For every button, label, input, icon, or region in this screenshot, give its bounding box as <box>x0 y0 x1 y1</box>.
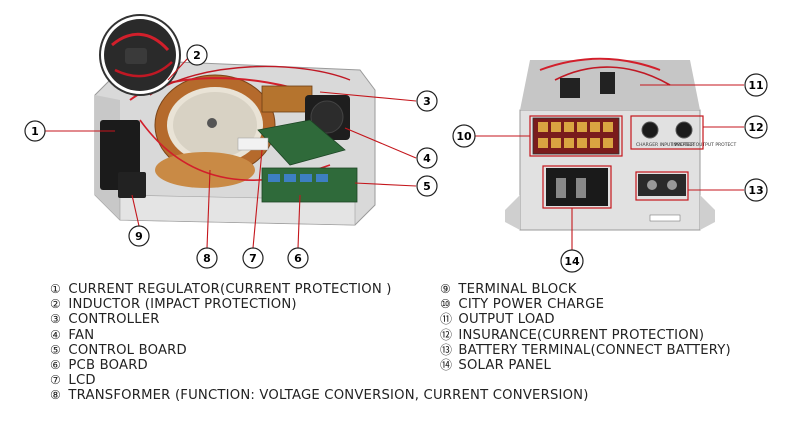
legend-item-10: ⑩ CITY POWER CHARGE <box>440 297 731 312</box>
legend-label-14: SOLAR PANEL <box>458 357 552 373</box>
legend-num-8: ⑧ <box>50 388 61 403</box>
callout-marker-14: 14 <box>560 249 584 273</box>
svg-text:14: 14 <box>564 255 580 268</box>
callout-marker-7: 7 <box>242 247 264 269</box>
charger-input-protect-label: CHARGER INPUT PROTECT <box>636 142 696 148</box>
legend-num-9: ⑨ <box>440 282 451 296</box>
battery-terminal-box <box>635 171 689 201</box>
svg-text:8: 8 <box>203 252 211 265</box>
legend-num-11: ⑪ <box>440 312 453 327</box>
svg-text:1: 1 <box>31 125 39 138</box>
legend-item-2: ② INDUCTOR (IMPACT PROTECTION) <box>50 297 589 312</box>
legend-label-12: INSURANCE(CURRENT PROTECTION) <box>458 327 705 343</box>
legend-label-2: INDUCTOR (IMPACT PROTECTION) <box>68 297 297 313</box>
legend-item-1: ① CURRENT REGULATOR(CURRENT PROTECTION ) <box>50 282 589 297</box>
legend-item-14: ⑭ SOLAR PANEL <box>440 358 731 373</box>
callout-marker-3: 3 <box>416 90 438 112</box>
svg-text:13: 13 <box>748 184 763 197</box>
callout-marker-5: 5 <box>416 175 438 197</box>
svg-text:9: 9 <box>135 230 143 243</box>
svg-text:12: 12 <box>748 121 763 134</box>
insurance-box <box>630 115 704 150</box>
legend-item-5: ⑤ CONTROL BOARD <box>50 343 589 358</box>
legend-label-13: BATTERY TERMINAL(CONNECT BATTERY) <box>458 342 731 358</box>
callout-markers: 1 2 3 4 5 6 7 8 <box>24 44 768 273</box>
svg-text:4: 4 <box>423 152 431 165</box>
callout-marker-2: 2 <box>186 44 208 66</box>
device-diagram: CHARGER INPUT PROTECT INVERTER OUTPUT PR… <box>24 14 768 273</box>
legend-item-6: ⑥ PCB BOARD <box>50 358 589 373</box>
svg-text:5: 5 <box>423 180 431 193</box>
svg-text:11: 11 <box>748 79 763 92</box>
svg-text:3: 3 <box>423 95 431 108</box>
svg-text:2: 2 <box>193 49 201 62</box>
legend-num-4: ④ <box>50 327 61 342</box>
legend-num-13: ⑬ <box>440 342 453 357</box>
callout-marker-12: 12 <box>744 115 768 139</box>
legend-right-device: ⑨ TERMINAL BLOCK ⑩ CITY POWER CHARGE ⑪ O… <box>440 282 731 373</box>
legend-label-10: CITY POWER CHARGE <box>458 297 605 313</box>
callout-marker-13: 13 <box>744 178 768 202</box>
legend-num-1: ① <box>50 282 61 296</box>
legend-item-13: ⑬ BATTERY TERMINAL(CONNECT BATTERY) <box>440 343 731 358</box>
legend-label-4: FAN <box>68 327 95 343</box>
legend-num-7: ⑦ <box>50 373 61 388</box>
callout-marker-4: 4 <box>416 147 438 169</box>
legend-label-7: LCD <box>68 373 96 389</box>
legend-item-4: ④ FAN <box>50 328 589 343</box>
legend-item-7: ⑦ LCD <box>50 373 589 388</box>
legend-num-5: ⑤ <box>50 342 61 357</box>
legend-label-5: CONTROL BOARD <box>68 342 187 358</box>
callout-marker-11: 11 <box>744 73 768 97</box>
solar-panel-box <box>542 165 612 209</box>
callout-lines <box>45 57 744 250</box>
legend-label-3: CONTROLLER <box>68 312 160 328</box>
svg-text:7: 7 <box>249 252 257 265</box>
legend-item-11: ⑪ OUTPUT LOAD <box>440 312 731 327</box>
callout-marker-10: 10 <box>452 124 476 148</box>
legend-item-9: ⑨ TERMINAL BLOCK <box>440 282 731 297</box>
magnifier-inset <box>99 14 181 96</box>
legend-item-12: ⑫ INSURANCE(CURRENT PROTECTION) <box>440 328 731 343</box>
left-device-photo <box>94 59 376 226</box>
callout-marker-1: 1 <box>24 120 46 142</box>
right-device-photo: CHARGER INPUT PROTECT INVERTER OUTPUT PR… <box>505 57 736 231</box>
legend-label-1: CURRENT REGULATOR(CURRENT PROTECTION ) <box>68 282 392 297</box>
legend-item-3: ③ CONTROLLER <box>50 312 589 327</box>
legend-label-6: PCB BOARD <box>68 357 148 373</box>
callout-marker-9: 9 <box>128 225 150 247</box>
legend-item-8: ⑧ TRANSFORMER (FUNCTION: VOLTAGE CONVERS… <box>50 388 589 403</box>
callout-marker-6: 6 <box>287 247 309 269</box>
legend-label-9: TERMINAL BLOCK <box>458 282 577 297</box>
legend-num-3: ③ <box>50 312 61 327</box>
callout-marker-8: 8 <box>196 247 218 269</box>
legend-label-8: TRANSFORMER (FUNCTION: VOLTAGE CONVERSIO… <box>68 388 589 404</box>
svg-text:6: 6 <box>294 252 302 265</box>
legend-num-6: ⑥ <box>50 357 61 372</box>
svg-text:10: 10 <box>456 130 472 143</box>
legend-num-10: ⑩ <box>440 297 451 312</box>
inverter-output-protect-label: INVERTER OUTPUT PROTECT <box>672 142 736 148</box>
legend-left-device: ① CURRENT REGULATOR(CURRENT PROTECTION )… <box>50 282 589 404</box>
legend-label-11: OUTPUT LOAD <box>458 312 555 328</box>
legend-num-12: ⑫ <box>440 327 453 342</box>
legend-num-14: ⑭ <box>440 357 453 372</box>
legend-num-2: ② <box>50 297 61 312</box>
